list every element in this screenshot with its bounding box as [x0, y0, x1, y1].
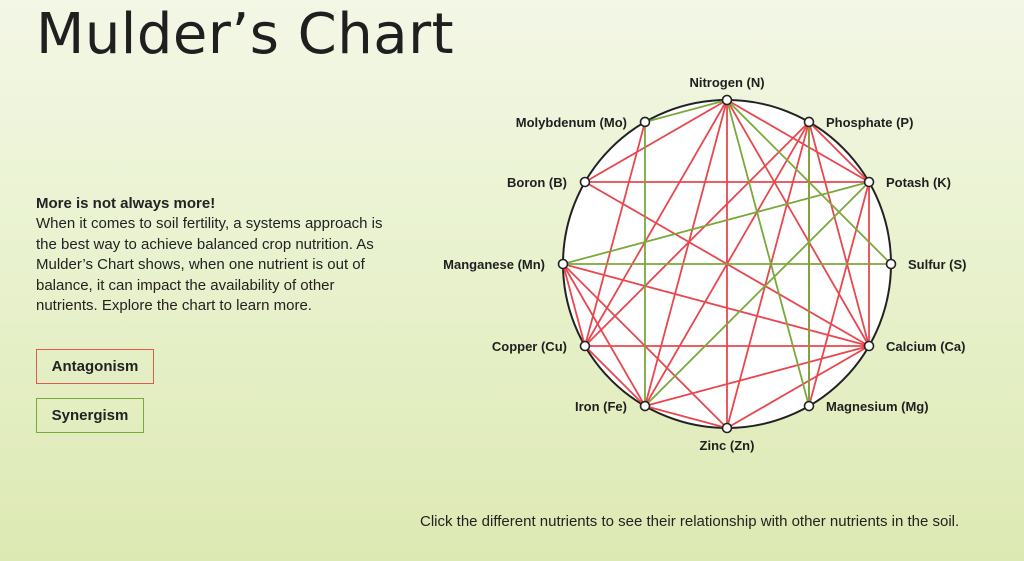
nutrient-node-mg[interactable]: Magnesium (Mg) — [803, 399, 929, 414]
nutrient-dot[interactable] — [721, 422, 733, 434]
intro-body: When it comes to soil fertility, a syste… — [36, 215, 383, 315]
nutrient-node-fe[interactable]: Iron (Fe) — [575, 399, 651, 414]
antagonism-line-Ca-Mn — [562, 263, 870, 347]
nutrient-dot[interactable] — [579, 176, 591, 188]
nutrient-nodes: Nitrogen (N) Phosphate (P) Potash (K) Sulfu… — [443, 75, 966, 453]
mulders-chart-diagram: Nitrogen (N) Phosphate (P) Potash (K) Sulfu… — [443, 75, 966, 453]
nutrient-node-p[interactable]: Phosphate (P) — [803, 115, 914, 130]
nutrient-label-k[interactable]: Potash (K) — [886, 175, 951, 190]
antagonism-line-Ca-Zn — [726, 345, 870, 429]
synergism-button[interactable]: Synergism — [36, 398, 144, 433]
synergism-line-N-Mg — [726, 99, 810, 407]
nutrient-label-cu[interactable]: Copper (Cu) — [492, 339, 567, 354]
antagonism-line-P-Ca — [808, 121, 870, 347]
antagonism-line-N-Fe — [644, 99, 728, 407]
relationship-lines — [562, 99, 892, 429]
antagonism-line-P-K — [808, 121, 870, 183]
nutrient-dot[interactable] — [639, 116, 651, 128]
antagonism-line-Mn-Fe — [562, 263, 646, 407]
nutrient-node-ca[interactable]: Calcium (Ca) — [863, 339, 966, 354]
nutrient-node-n[interactable]: Nitrogen (N) — [689, 75, 765, 106]
page-title: Mulder’s Chart — [36, 2, 455, 67]
nutrient-label-ca[interactable]: Calcium (Ca) — [886, 339, 965, 354]
antagonism-line-N-B — [584, 99, 728, 183]
nutrient-dot[interactable] — [863, 176, 875, 188]
nutrient-node-mo[interactable]: Molybdenum (Mo) — [516, 115, 651, 130]
nutrient-dot[interactable] — [557, 258, 569, 270]
antagonism-line-P-Cu — [584, 121, 810, 347]
nutrient-dot[interactable] — [803, 116, 815, 128]
nutrient-node-mn[interactable]: Manganese (Mn) — [443, 257, 569, 272]
nutrient-dot[interactable] — [721, 94, 733, 106]
nutrient-label-mg[interactable]: Magnesium (Mg) — [826, 399, 929, 414]
nutrient-label-zn[interactable]: Zinc (Zn) — [700, 438, 755, 453]
nutrient-dot[interactable] — [639, 400, 651, 412]
antagonism-line-K-Mg — [808, 181, 870, 407]
nutrient-label-s[interactable]: Sulfur (S) — [908, 257, 967, 272]
nutrient-label-n[interactable]: Nitrogen (N) — [689, 75, 764, 90]
synergism-line-N-Mo — [644, 99, 728, 123]
antagonism-line-N-Ca — [726, 99, 870, 347]
antagonism-line-Mo-Cu — [584, 121, 646, 347]
nutrient-label-p[interactable]: Phosphate (P) — [826, 115, 913, 130]
nutrient-label-fe[interactable]: Iron (Fe) — [575, 399, 627, 414]
nutrient-label-mn[interactable]: Manganese (Mn) — [443, 257, 545, 272]
antagonism-line-Ca-Fe — [644, 345, 870, 407]
antagonism-button[interactable]: Antagonism — [36, 349, 154, 384]
nutrient-label-mo[interactable]: Molybdenum (Mo) — [516, 115, 627, 130]
synergism-line-K-Fe — [644, 181, 870, 407]
antagonism-line-Fe-Zn — [644, 405, 728, 429]
nutrient-dot[interactable] — [579, 340, 591, 352]
nutrient-node-zn[interactable]: Zinc (Zn) — [700, 422, 755, 454]
antagonism-line-P-Zn — [726, 121, 810, 429]
nutrient-dot[interactable] — [803, 400, 815, 412]
nutrient-node-k[interactable]: Potash (K) — [863, 175, 952, 190]
nutrient-label-b[interactable]: Boron (B) — [507, 175, 567, 190]
intro-heading: More is not always more! — [36, 195, 216, 212]
antagonism-line-Fe-Cu — [584, 345, 646, 407]
intro-text: More is not always more! When it comes t… — [36, 194, 398, 316]
synergism-line-K-Mn — [562, 181, 870, 265]
nutrient-node-s[interactable]: Sulfur (S) — [885, 257, 967, 272]
nutrient-dot[interactable] — [863, 340, 875, 352]
nutrient-node-b[interactable]: Boron (B) — [507, 175, 591, 190]
nutrient-node-cu[interactable]: Copper (Cu) — [492, 339, 591, 354]
antagonism-line-Mn-Cu — [562, 263, 586, 347]
nutrient-dot[interactable] — [885, 258, 897, 270]
instruction-text: Click the different nutrients to see the… — [420, 513, 960, 530]
